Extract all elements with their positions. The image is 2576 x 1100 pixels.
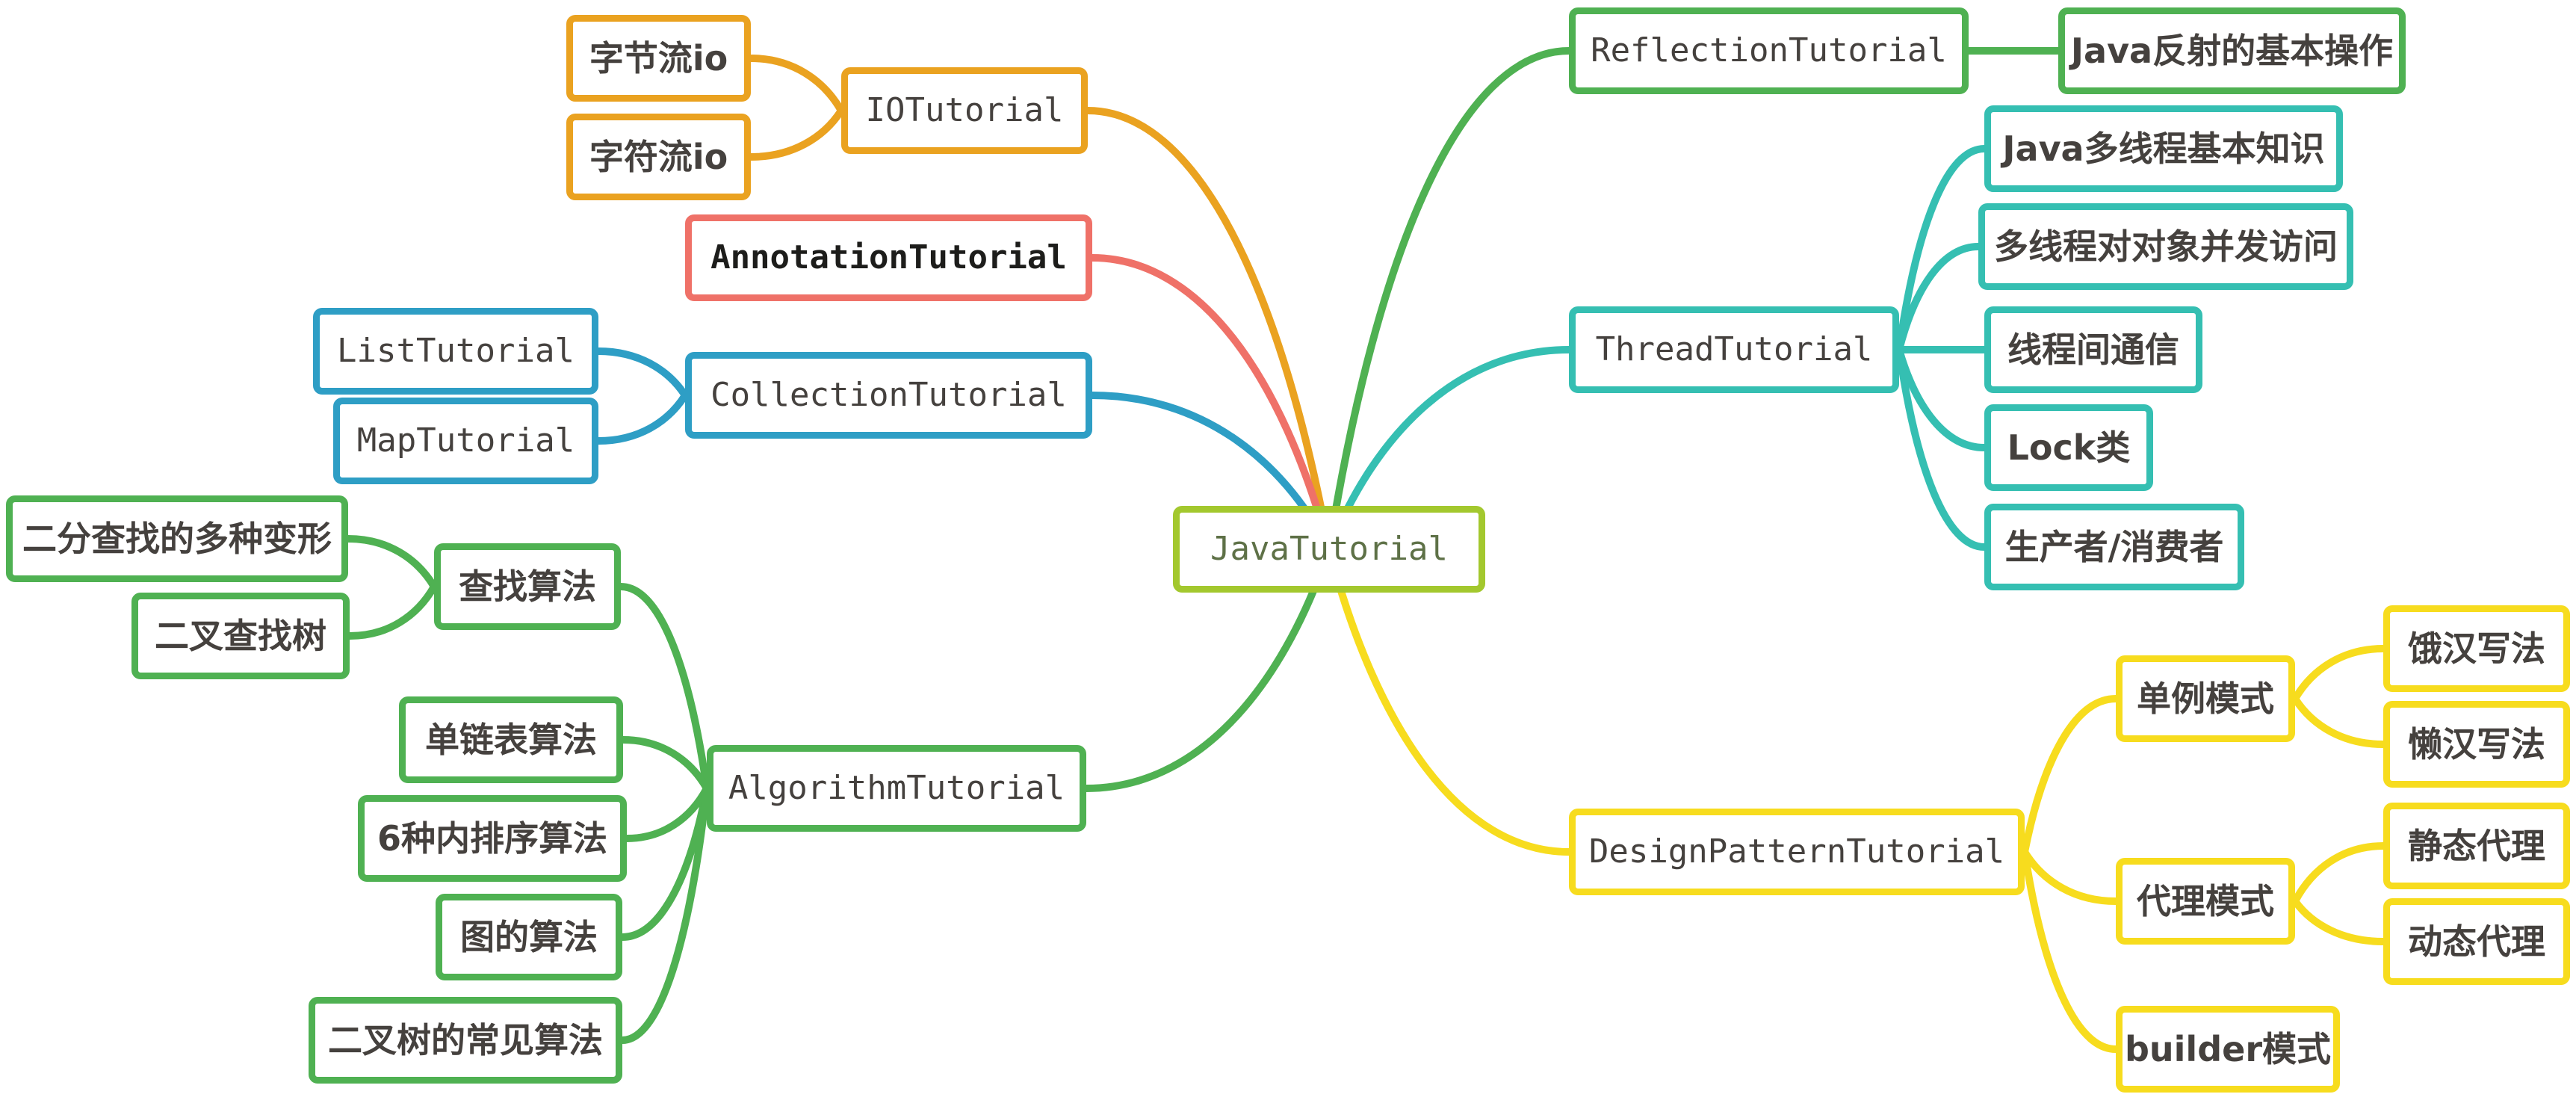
node-map[interactable]: MapTutorial (333, 398, 598, 484)
node-io[interactable]: IOTutorial (841, 67, 1088, 154)
edge-algorithm-java (1083, 546, 1333, 792)
node-label: 单例模式 (2137, 679, 2274, 719)
edge-design-builder (2021, 848, 2120, 1053)
node-label: 6种内排序算法 (377, 818, 607, 859)
edge-thread-producer (1895, 346, 1988, 551)
node-label: AnnotationTutorial (710, 238, 1067, 276)
node-label: 二叉树的常见算法 (328, 1020, 603, 1060)
node-byte-io[interactable]: 字节流io (566, 15, 751, 102)
edge-design-proxy (2021, 848, 2120, 905)
edge-java-design (1325, 546, 1573, 856)
edge-btree_common-algorithm (619, 785, 710, 1044)
node-char-io[interactable]: 字符流io (566, 114, 751, 200)
node-label: ThreadTutorial (1595, 330, 1873, 368)
node-label: builder模式 (2124, 1029, 2332, 1069)
edge-bst-search (346, 583, 438, 640)
node-label: MapTutorial (356, 421, 575, 460)
node-label: 饿汉写法 (2408, 628, 2545, 669)
node-collection[interactable]: CollectionTutorial (685, 352, 1092, 439)
node-list[interactable]: ListTutorial (313, 308, 598, 395)
node-thread-concurrent[interactable]: 多线程对对象并发访问 (1978, 203, 2353, 290)
node-java[interactable]: JavaTutorial (1173, 506, 1485, 593)
edge-map-collection (595, 392, 689, 445)
node-thread-basic[interactable]: Java多线程基本知识 (1984, 105, 2343, 192)
edge-search-algorithm (617, 583, 710, 792)
edge-singleton-lazy (2291, 695, 2387, 748)
edge-binary_variants-search (344, 535, 438, 590)
edge-design-singleton (2021, 695, 2120, 856)
node-label: 字符流io (589, 137, 728, 177)
edge-proxy-static_proxy (2291, 842, 2387, 905)
node-label: ReflectionTutorial (1591, 31, 1947, 69)
node-label: 二叉查找树 (155, 616, 326, 656)
node-singleton[interactable]: 单例模式 (2116, 655, 2295, 742)
node-label: Java多线程基本知识 (2002, 129, 2325, 169)
node-hungry[interactable]: 饿汉写法 (2383, 605, 2570, 692)
node-label: IOTutorial (865, 91, 1064, 129)
node-label: 懒汉写法 (2408, 724, 2545, 764)
node-label: 单链表算法 (425, 720, 597, 760)
node-bst[interactable]: 二叉查找树 (131, 593, 350, 679)
edge-sort6-algorithm (623, 785, 710, 842)
node-sort6[interactable]: 6种内排序算法 (358, 795, 627, 882)
node-label: 代理模式 (2137, 881, 2274, 921)
node-label: DesignPatternTutorial (1588, 832, 2005, 871)
node-lazy[interactable]: 懒汉写法 (2383, 701, 2570, 788)
node-label: Java反射的基本操作 (2070, 31, 2394, 71)
node-producer[interactable]: 生产者/消费者 (1984, 504, 2244, 590)
edge-thread-thread_basic (1895, 145, 1988, 353)
edge-java-thread (1325, 346, 1573, 553)
node-binary-variants[interactable]: 二分查找的多种变形 (6, 495, 348, 582)
edge-thread-thread_concurrent (1895, 243, 1982, 353)
node-label: AlgorithmTutorial (728, 769, 1065, 807)
node-linked[interactable]: 单链表算法 (399, 696, 623, 783)
node-design[interactable]: DesignPatternTutorial (1569, 809, 2025, 895)
node-dynamic-proxy[interactable]: 动态代理 (2383, 898, 2570, 985)
node-label: 查找算法 (459, 566, 596, 607)
node-static-proxy[interactable]: 静态代理 (2383, 803, 2570, 889)
node-label: 生产者/消费者 (2004, 527, 2224, 567)
node-search[interactable]: 查找算法 (434, 543, 621, 630)
node-label: 多线程对对象并发访问 (1994, 226, 2338, 267)
node-label: 二分查找的多种变形 (22, 519, 332, 559)
node-thread[interactable]: ThreadTutorial (1569, 306, 1899, 393)
node-label: 动态代理 (2408, 921, 2545, 962)
node-thread-comm[interactable]: 线程间通信 (1984, 306, 2202, 393)
node-label: JavaTutorial (1210, 530, 1448, 568)
node-label: ListTutorial (337, 332, 575, 370)
node-lock[interactable]: Lock类 (1984, 404, 2153, 491)
node-label: 字节流io (589, 38, 728, 78)
node-builder[interactable]: builder模式 (2116, 1006, 2340, 1093)
edge-char_io-io (747, 107, 845, 161)
edge-linked-algorithm (619, 736, 710, 792)
node-label: CollectionTutorial (710, 376, 1067, 414)
node-reflection-basic[interactable]: Java反射的基本操作 (2058, 7, 2406, 94)
node-reflection[interactable]: ReflectionTutorial (1569, 7, 1969, 94)
node-annotation[interactable]: AnnotationTutorial (685, 214, 1092, 301)
node-label: Lock类 (2007, 427, 2131, 468)
edge-singleton-hungry (2291, 645, 2387, 702)
edge-proxy-dynamic_proxy (2291, 897, 2387, 945)
node-label: 静态代理 (2408, 826, 2545, 866)
node-label: 图的算法 (460, 917, 598, 957)
node-proxy[interactable]: 代理模式 (2116, 858, 2295, 945)
node-algorithm[interactable]: AlgorithmTutorial (707, 745, 1086, 832)
edge-io-java (1084, 107, 1333, 553)
edge-annotation-java (1089, 254, 1333, 553)
edge-list-collection (595, 347, 689, 399)
edge-java-reflection (1325, 47, 1573, 553)
edge-byte_io-io (747, 55, 845, 114)
node-label: 线程间通信 (2007, 330, 2179, 370)
node-btree-common[interactable]: 二叉树的常见算法 (309, 997, 622, 1084)
node-graph[interactable]: 图的算法 (436, 894, 622, 980)
